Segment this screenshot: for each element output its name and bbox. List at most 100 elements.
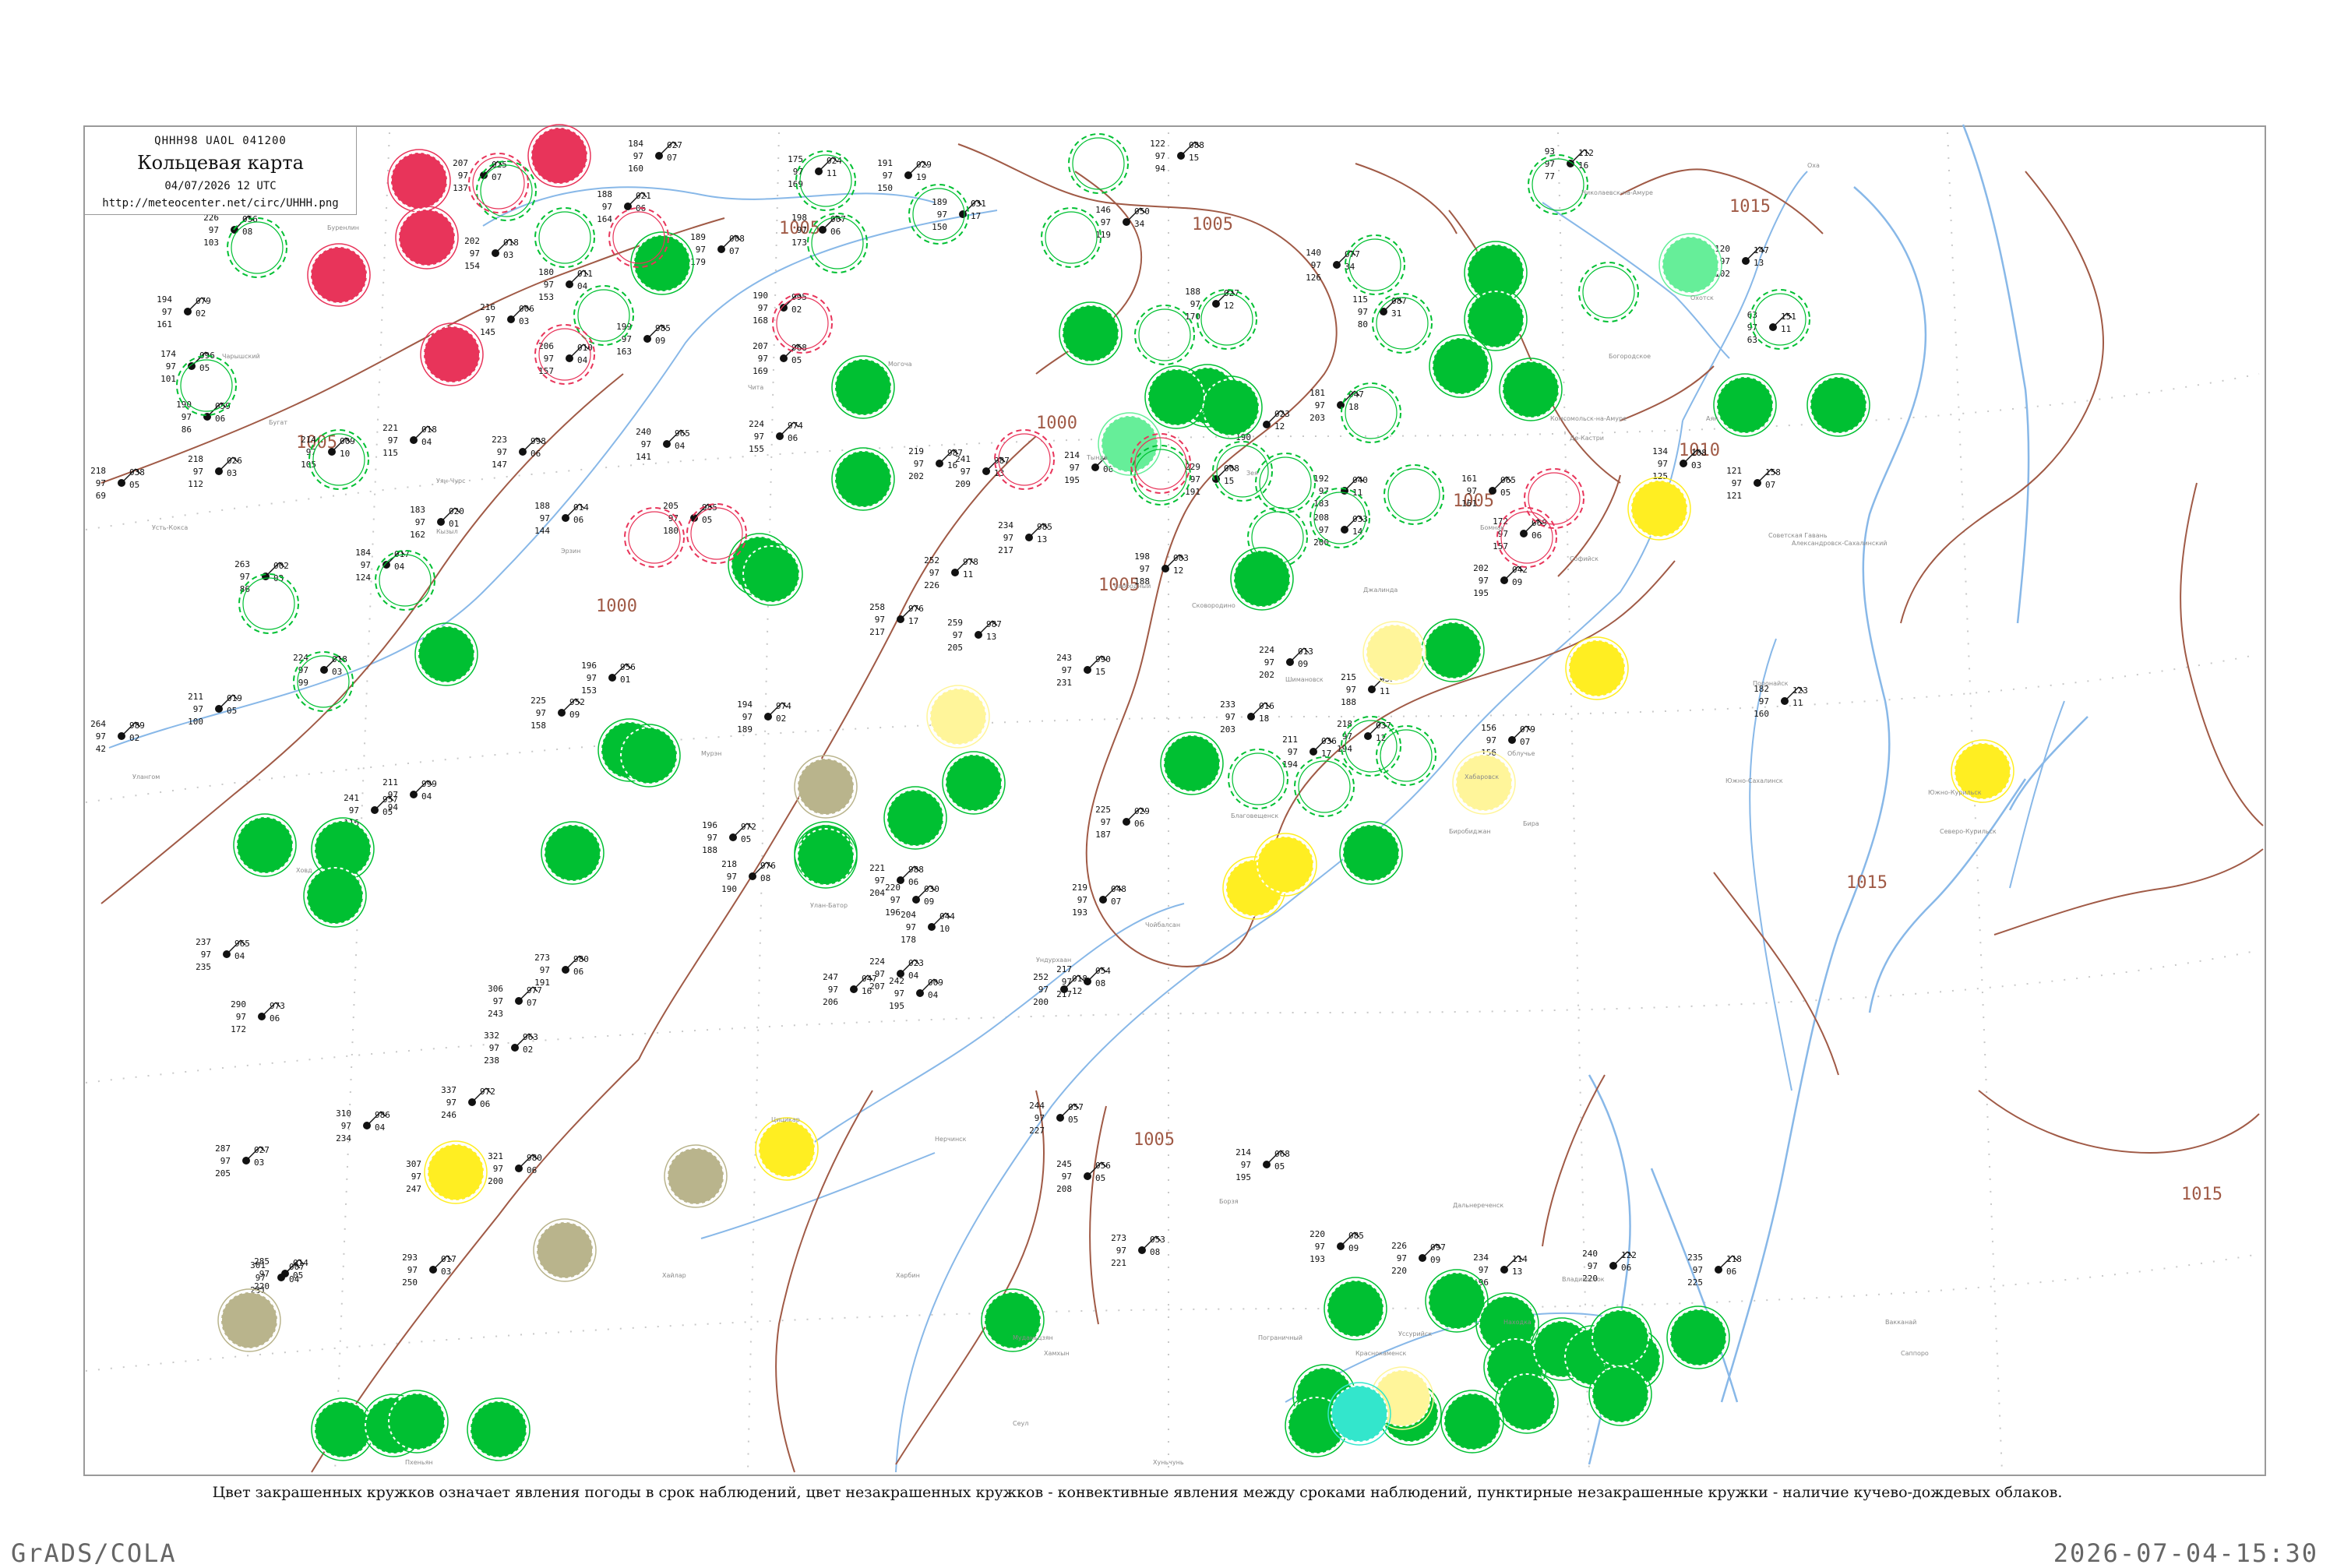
weather-circle[interactable] [1324,1277,1387,1341]
convective-ring[interactable] [1130,433,1191,494]
weather-circle[interactable] [1951,739,2014,803]
convective-ring[interactable] [1750,289,1810,350]
weather-circle[interactable] [307,243,371,307]
weather-circle[interactable] [1160,731,1224,795]
convective-ring[interactable] [468,153,529,213]
convective-ring[interactable] [573,285,634,346]
weather-circle[interactable] [1253,833,1317,897]
convective-ring[interactable] [1345,234,1405,295]
convective-ring[interactable] [994,429,1055,490]
weather-circle[interactable] [794,755,858,819]
weather-circle[interactable] [1339,821,1403,885]
convective-ring[interactable] [1041,207,1102,268]
convective-ring[interactable] [1247,507,1308,568]
convective-ring[interactable] [1496,507,1557,568]
convective-ring[interactable] [1228,749,1288,809]
convective-ring[interactable] [686,503,747,564]
source-url[interactable]: http://meteocenter.net/circ/UHHH.png [102,197,339,210]
weather-circle[interactable] [233,813,297,877]
weather-circle[interactable] [1627,477,1691,541]
convective-ring[interactable] [1255,453,1316,513]
station-plot[interactable]: 2149719599606 [1064,450,1119,485]
weather-circle[interactable] [1464,241,1528,305]
convective-ring[interactable] [1197,289,1257,350]
weather-circle[interactable] [942,751,1006,815]
weather-circle[interactable] [1098,412,1161,476]
weather-circle[interactable] [831,447,895,511]
convective-ring[interactable] [176,355,237,416]
convective-ring[interactable] [534,324,595,385]
convective-ring[interactable] [1528,154,1588,215]
weather-circle[interactable] [1713,373,1777,437]
convective-ring[interactable] [375,550,435,611]
weather-circle[interactable] [1429,334,1493,398]
convective-ring[interactable] [908,184,969,245]
convective-ring[interactable] [1376,725,1436,786]
weather-circle[interactable] [385,1390,449,1453]
weather-circle[interactable] [1588,1362,1652,1426]
convective-ring[interactable] [772,293,833,354]
weather-circle[interactable] [1327,1382,1391,1446]
weather-circle[interactable] [1807,373,1870,437]
weather-circle[interactable] [1495,1370,1559,1434]
weather-circle[interactable] [1565,636,1629,700]
convective-ring[interactable] [227,217,287,278]
weather-circle[interactable] [739,542,803,606]
convective-ring[interactable] [1294,756,1355,817]
weather-circle[interactable] [664,1144,728,1208]
weather-circle[interactable] [395,206,459,270]
